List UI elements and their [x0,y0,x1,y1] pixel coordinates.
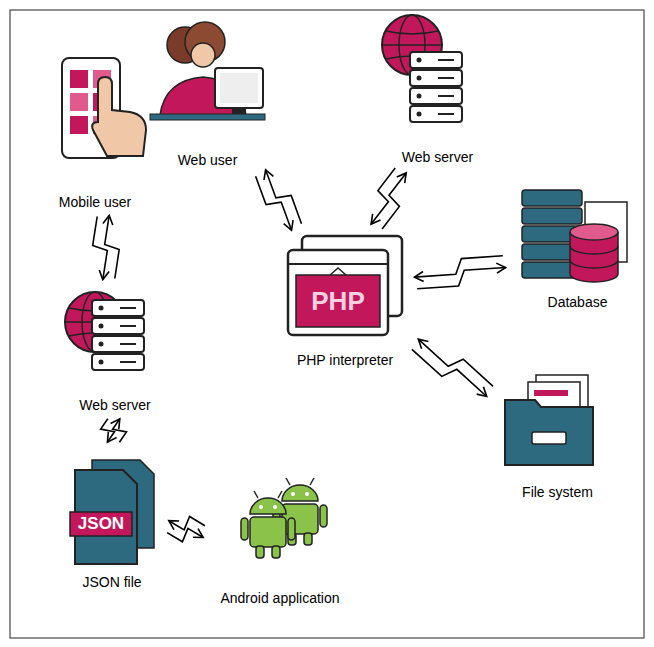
node-label: Web server [79,397,150,413]
node-label: Android application [220,590,339,606]
arrow-strand [256,176,292,230]
icon-node: Mobile user [40,38,150,210]
arrow-strand [417,268,505,289]
double-arrow [256,170,302,231]
double-arrow [101,419,127,443]
arrow-strand [113,419,127,442]
node-label: Mobile user [59,194,131,210]
arrow-strand [266,170,302,224]
node-label: Database [548,294,608,310]
icon-text: PHP [296,282,380,320]
icon-text: JSON [70,512,132,536]
double-arrow [414,256,505,289]
icon-node: Web user [145,18,270,168]
arrow-strand [105,215,120,278]
arrow-strand [414,256,502,277]
double-arrow [167,517,205,542]
icon-node: Web server [60,285,170,413]
node-label: File system [522,484,593,500]
node-label: PHP interpreter [297,352,393,368]
arrow-strand [167,528,203,541]
double-arrow [371,168,406,229]
double-arrow [412,339,493,396]
arrow-strand [93,217,108,280]
icon-node: Database [510,178,645,310]
icon-node: Web server [380,5,495,165]
arrow-strand [169,517,205,530]
node-label: Web server [402,149,473,165]
icon-node: File system [495,368,620,500]
arrow-strand [412,349,487,396]
double-arrow [93,215,120,279]
icon-node: Android application [210,478,350,606]
arrow-strand [101,419,115,442]
node-label: JSON file [82,574,141,590]
arrow-strand [371,168,395,224]
arrow-strand [418,339,493,386]
node-label: Web user [178,152,238,168]
